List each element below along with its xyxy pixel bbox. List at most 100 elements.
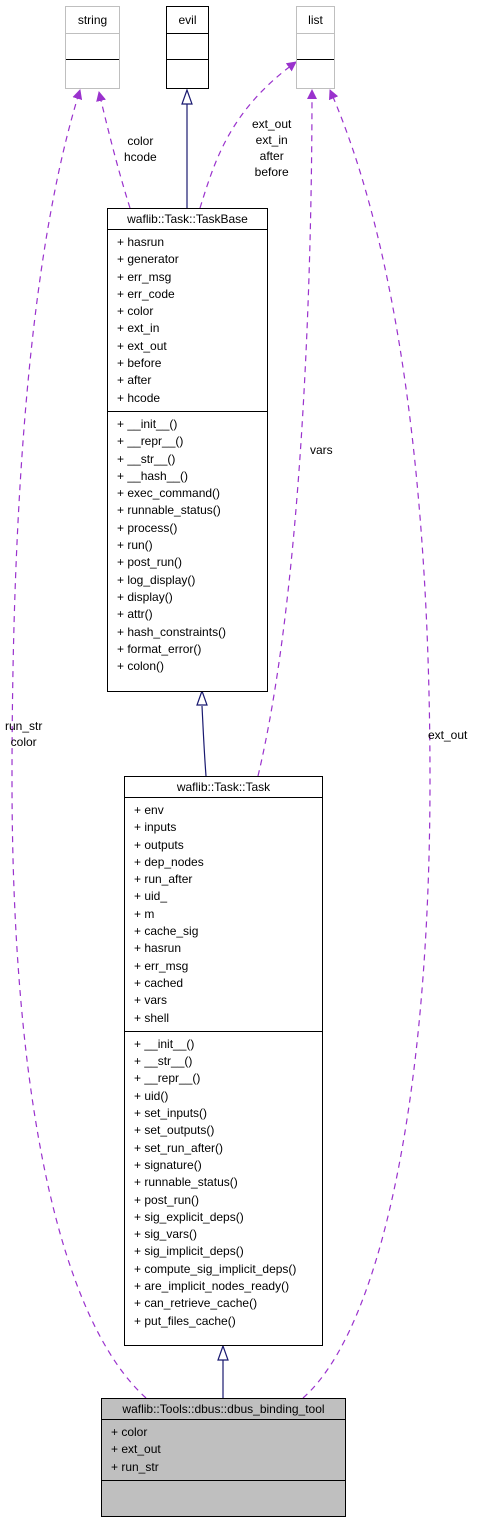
class-box-string: string: [65, 6, 120, 89]
class-method: + log_display(): [117, 572, 196, 587]
class-methods: [297, 60, 334, 85]
class-attribute: + ext_in: [117, 321, 160, 336]
usage-edge-list-task: [257, 89, 317, 777]
class-method: + run(): [117, 538, 153, 553]
class-method: + post_run(): [134, 1192, 200, 1207]
inheritance-edge-evil-taskbase: [181, 88, 193, 208]
class-box-evil: evil: [166, 6, 209, 89]
class-box-dbus-binding-tool: waflib::Tools::dbus::dbus_binding_tool +…: [101, 1398, 346, 1517]
class-methods: + __init__() + __repr__() + __str__() + __h…: [108, 412, 267, 679]
class-method: + __init__(): [117, 416, 178, 431]
class-method: + put_files_cache(): [134, 1313, 236, 1328]
edge-label-line: run_str: [5, 719, 43, 733]
usage-edge-list-tool: [302, 89, 431, 1399]
class-attribute: + cache_sig: [134, 924, 199, 939]
class-method: + set_outputs(): [134, 1123, 215, 1138]
class-methods: [167, 60, 208, 85]
class-attribute: + outputs: [134, 837, 184, 852]
edge-label-string-taskbase: color hcode: [124, 133, 157, 165]
usage-edge-string-tool: [11, 89, 147, 1399]
class-name: waflib::Tools::dbus::dbus_binding_tool: [102, 1399, 345, 1420]
class-box-task: waflib::Task::Task + env+ inputs+ output…: [124, 776, 323, 1346]
class-attribute: + run_after: [134, 872, 193, 887]
inheritance-edge-task-tool: [217, 1344, 229, 1398]
class-method: + can_retrieve_cache(): [134, 1296, 258, 1311]
class-attribute: + generator: [117, 252, 179, 267]
class-attribute: + hasrun: [117, 235, 165, 249]
class-method: + sig_vars(): [134, 1227, 198, 1242]
edge-label-line: color: [127, 134, 154, 148]
class-method: + __str__(): [134, 1054, 193, 1069]
class-methods: [66, 60, 119, 85]
class-name: evil: [167, 7, 208, 34]
edge-label-list-task: vars: [310, 442, 333, 458]
class-attribute: + ext_out: [111, 1442, 161, 1457]
class-attributes: [297, 34, 334, 60]
class-name: string: [66, 7, 119, 34]
class-method: + post_run(): [117, 555, 183, 570]
class-attributes: [167, 34, 208, 60]
edge-label-list-tool: ext_out: [428, 727, 467, 743]
class-method: + sig_implicit_deps(): [134, 1244, 244, 1259]
class-attribute: + ext_out: [117, 338, 167, 353]
class-method: + set_run_after(): [134, 1140, 224, 1155]
class-attribute: + hcode: [117, 390, 161, 405]
class-attribute: + vars: [134, 993, 168, 1008]
class-attribute: + dep_nodes: [134, 854, 204, 869]
class-attribute: + hasrun: [134, 941, 182, 956]
class-method: + colon(): [117, 659, 165, 674]
class-method: + __hash__(): [117, 468, 189, 483]
class-method: + exec_command(): [117, 486, 221, 501]
class-attributes: + env + inputs + outputs + dep_nodes + run_a…: [125, 798, 322, 1032]
class-box-taskbase: waflib::Task::TaskBase + hasrun+ generat…: [107, 208, 268, 692]
class-name: list: [297, 7, 334, 34]
class-name: waflib::Task::TaskBase: [108, 209, 267, 230]
class-attributes: [66, 34, 119, 60]
class-attribute: + env: [134, 803, 164, 817]
class-box-list: list: [296, 6, 335, 89]
usage-edge-list-taskbase: [199, 61, 297, 209]
class-attribute: + shell: [134, 1010, 170, 1025]
class-method: + set_inputs(): [134, 1106, 208, 1121]
edge-label-line: ext_in: [255, 133, 288, 147]
class-attributes: + hasrun + generator + err_msg + err_code + …: [108, 230, 267, 412]
usage-edge-string-taskbase: [96, 91, 131, 209]
class-attribute: + before: [117, 356, 162, 371]
class-method: + compute_sig_implicit_deps(): [134, 1261, 297, 1276]
class-method: + __repr__(): [117, 434, 184, 449]
class-attribute: + uid_: [134, 889, 168, 904]
class-attribute: + err_msg: [134, 958, 189, 973]
class-method: + __init__(): [134, 1036, 195, 1051]
class-attributes: + color + ext_out + run_str: [102, 1420, 345, 1481]
class-method: + runnable_status(): [117, 503, 221, 518]
class-attribute: + color: [117, 304, 154, 319]
edge-label-line: ext_out: [252, 117, 292, 131]
edge-label-line: vars: [310, 443, 333, 457]
class-method: + uid(): [134, 1088, 169, 1103]
class-method: + display(): [117, 589, 173, 604]
class-method: + runnable_status(): [134, 1175, 238, 1190]
edge-label-line: ext_out: [428, 728, 468, 742]
class-attribute: + err_msg: [117, 269, 172, 284]
class-method: + hash_constraints(): [117, 624, 227, 639]
edge-label-line: before: [254, 165, 289, 179]
class-attribute: + err_code: [117, 286, 175, 301]
class-attribute: + m: [134, 906, 155, 921]
class-attribute: + color: [111, 1425, 148, 1439]
class-attribute: + after: [117, 373, 152, 388]
class-method: + __str__(): [117, 451, 176, 466]
class-methods: [102, 1481, 345, 1505]
class-method: + __repr__(): [134, 1071, 201, 1086]
class-attribute: + run_str: [111, 1459, 159, 1474]
inheritance-edge-taskbase-task: [196, 689, 208, 777]
edge-label-line: color: [10, 735, 37, 749]
class-attribute: + cached: [134, 975, 184, 990]
class-method: + attr(): [117, 607, 153, 622]
class-attribute: + inputs: [134, 820, 177, 835]
class-method: + sig_explicit_deps(): [134, 1209, 244, 1224]
class-method: + signature(): [134, 1157, 202, 1172]
class-name: waflib::Task::Task: [125, 777, 322, 798]
edge-label-line: hcode: [124, 150, 157, 164]
